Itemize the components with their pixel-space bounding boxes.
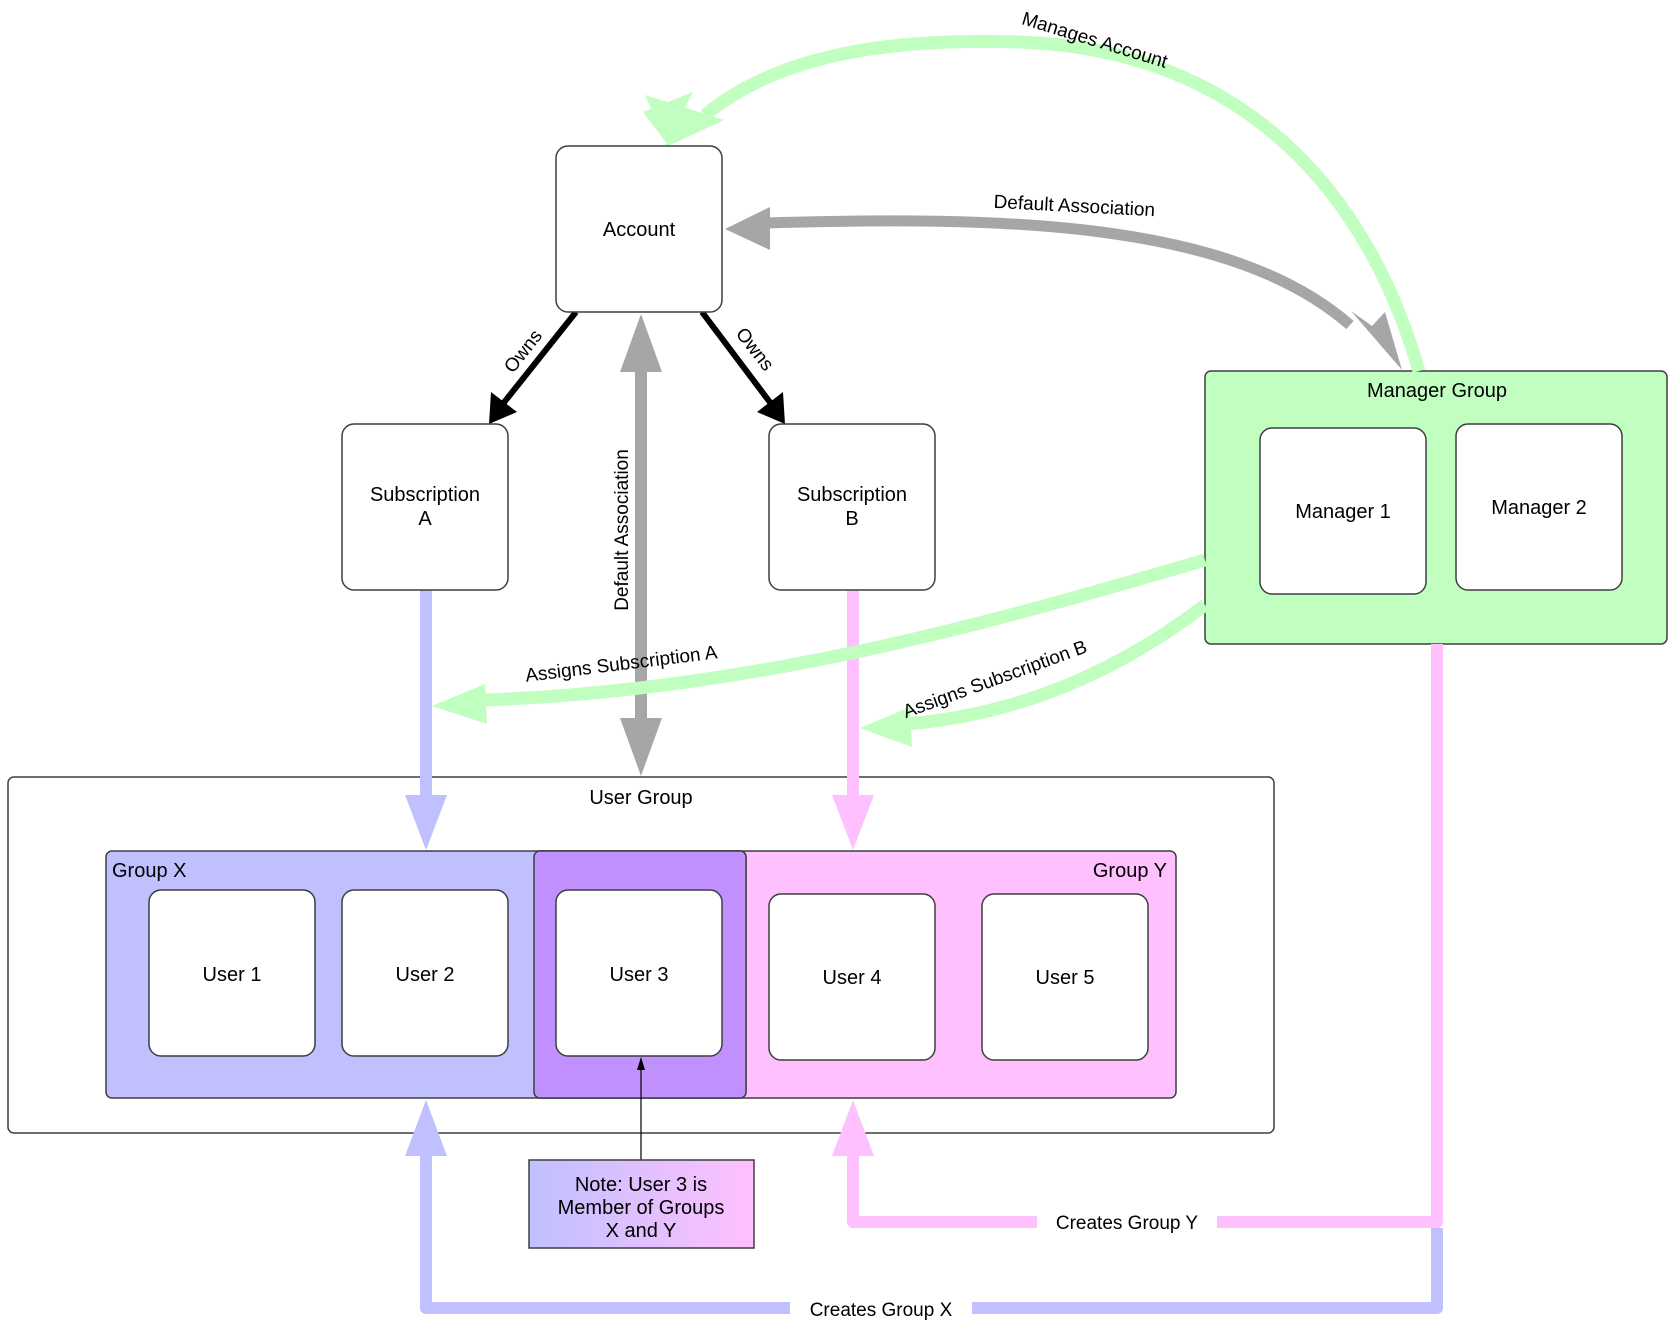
arrowhead-assigns-b (860, 707, 912, 747)
arrowhead-owns-b (757, 392, 785, 424)
node-subscription-a[interactable]: Subscription A (341, 423, 509, 591)
node-user-3[interactable]: User 3 (555, 889, 723, 1057)
user-group-label: User Group (589, 787, 692, 809)
edge-assigns-subscription-a (484, 553, 1207, 707)
note-line-3: X and Y (606, 1220, 677, 1242)
note-box: Note: User 3 is Member of Groups X and Y (528, 1159, 755, 1249)
edge-owns-a (499, 310, 579, 407)
node-user-1[interactable]: User 1 (148, 889, 316, 1057)
arrowhead-default-assoc-up (620, 314, 662, 372)
group-x-label: Group X (112, 860, 186, 882)
node-user-3-label: User 3 (610, 964, 669, 986)
node-subscription-b-line2: B (845, 508, 858, 530)
note-line-1: Note: User 3 is (575, 1174, 707, 1196)
arrowhead-creates-group-y (832, 1100, 874, 1156)
label-default-association-top: Default Association (993, 192, 1155, 221)
arrowhead-creates-group-x (405, 1100, 447, 1156)
label-owns-a: Owns (500, 326, 546, 377)
arrowhead-assigns-a (432, 684, 487, 724)
edge-default-association-top (764, 215, 1354, 330)
node-user-2-label: User 2 (396, 964, 455, 986)
node-subscription-a-line1: Subscription (370, 484, 480, 506)
group-y-label: Group Y (1093, 860, 1167, 882)
node-subscription-b[interactable]: Subscription B (768, 423, 936, 591)
label-bg-creates-group-y (1037, 1208, 1217, 1236)
arrowhead-sub-a-group-x (405, 795, 447, 850)
note-connector-arrowhead (637, 1057, 645, 1070)
node-user-5-label: User 5 (1036, 967, 1095, 989)
node-manager-2[interactable]: Manager 2 (1455, 423, 1623, 591)
node-account-label: Account (603, 219, 676, 241)
arrowhead-owns-a (489, 392, 517, 424)
label-creates-group-x: Creates Group X (810, 1300, 953, 1321)
node-subscription-a-line2: A (418, 508, 432, 530)
node-manager-1[interactable]: Manager 1 (1259, 427, 1427, 595)
arrowhead-sub-b-group-y (832, 795, 874, 850)
edge-owns-b (699, 310, 775, 407)
arrowhead-manages-account-tip (645, 95, 724, 146)
arrowhead-default-assoc-manager (1351, 311, 1402, 370)
arrowhead-default-assoc-down (620, 718, 662, 776)
node-user-4[interactable]: User 4 (768, 893, 936, 1061)
arrowhead-default-assoc-account (725, 207, 770, 250)
label-bg-creates-group-x (790, 1294, 972, 1322)
manager-group-label: Manager Group (1367, 380, 1507, 402)
node-user-2[interactable]: User 2 (341, 889, 509, 1057)
node-user-1-label: User 1 (203, 964, 262, 986)
label-default-association-vertical: Default Association (612, 449, 633, 611)
label-owns-b: Owns (731, 324, 777, 375)
note-line-2: Member of Groups (558, 1197, 725, 1219)
node-user-5[interactable]: User 5 (981, 893, 1149, 1061)
node-manager-2-label: Manager 2 (1491, 497, 1587, 519)
node-manager-1-label: Manager 1 (1295, 501, 1391, 523)
node-subscription-b-line1: Subscription (797, 484, 907, 506)
edge-assigns-subscription-b (904, 599, 1209, 731)
node-user-4-label: User 4 (823, 967, 882, 989)
node-account[interactable]: Account (555, 145, 723, 313)
label-creates-group-y: Creates Group Y (1056, 1213, 1199, 1234)
edge-manages-account (700, 34, 1426, 373)
